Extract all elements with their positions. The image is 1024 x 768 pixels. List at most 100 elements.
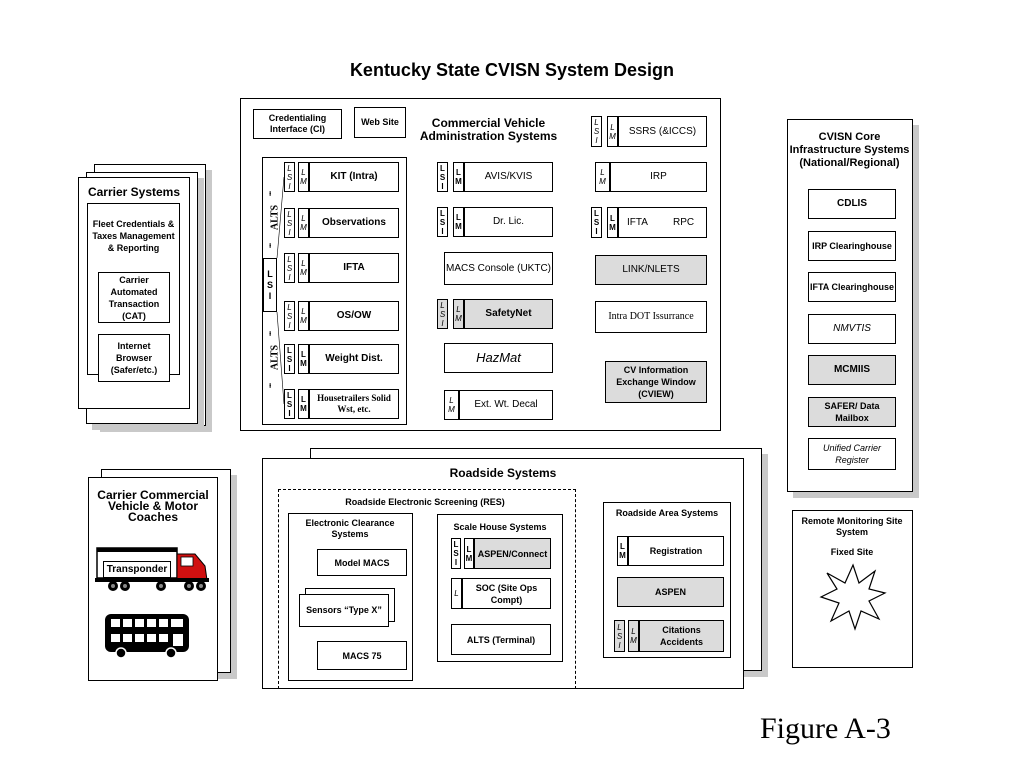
lsi-l: L (301, 214, 306, 223)
lsi-l: L (267, 268, 273, 279)
sensors-box: Sensors “Type X” (299, 594, 389, 627)
lsi-i: I (454, 558, 458, 567)
kit-intra-box: KIT (Intra) (309, 162, 399, 192)
alts-terminal-box: ALTS (Terminal) (451, 624, 551, 655)
carrier-systems-panel: Carrier Systems Fleet Credentials & Taxe… (78, 177, 190, 409)
macs75-box: MACS 75 (317, 641, 407, 670)
ifta-clearinghouse-box: IFTA Clearinghouse (808, 272, 896, 302)
lsi-m: M (455, 177, 462, 186)
lsi-l: L (610, 213, 615, 223)
irp-box: IRP (610, 162, 707, 192)
lsi-i: I (288, 320, 291, 330)
lsi-l: L (456, 305, 461, 314)
lsi-m: M (455, 314, 462, 323)
lsi-l: L (301, 307, 306, 316)
page-title: Kentucky State CVISN System Design (349, 60, 675, 80)
cva-systems-title: Commercial Vehicle Administration System… (419, 116, 558, 143)
ifta-box: IFTA (309, 253, 399, 283)
lsi-l: L (466, 544, 472, 554)
lsi-s: S (616, 631, 623, 641)
cview-box: CV Information Exchange Window (CVIEW) (605, 361, 707, 403)
dots-1: ... (267, 190, 278, 196)
unified-carrier-register-box: Unified Carrier Register (808, 438, 896, 470)
ecs-panel: Electronic Clearance Systems Model MACS … (288, 513, 413, 681)
carrier-vehicle-title: Carrier Commercial Vehicle & Motor Coach… (97, 488, 209, 524)
lsi-l: L (287, 163, 292, 173)
safetynet-box: SafetyNet (464, 299, 553, 329)
double-decker-bus-icon (105, 614, 189, 659)
irp-clearinghouse-box: IRP Clearinghouse (808, 231, 896, 261)
lsi-i: I (441, 318, 444, 328)
carrier-systems-title: Carrier Systems (87, 185, 181, 199)
cva-left-group (262, 157, 407, 425)
cdlis-box: CDLIS (808, 189, 896, 219)
lsi-s: S (286, 311, 293, 321)
intra-dot-box: Intra DOT Issurrance (595, 301, 707, 333)
lsi-m: M (300, 223, 307, 232)
dots-3: ... (267, 330, 278, 336)
lsi-m: M (455, 222, 462, 231)
lsi-i: I (441, 226, 444, 236)
credentialing-interface-box: Credentialing Interface (CI) (253, 109, 342, 139)
lsi-i: I (595, 227, 598, 236)
ifta-rpc-box: IFTA RPC (618, 207, 707, 238)
lsi-l: L (454, 589, 459, 598)
avis-kvis-box: AVIS/KVIS (464, 162, 553, 192)
remote-monitoring-title: Remote Monitoring Site System (801, 516, 903, 537)
lsi-m: M (448, 405, 455, 414)
safer-data-mailbox-box: SAFER/ Data Mailbox (808, 397, 896, 427)
lsi-l: L (440, 300, 445, 310)
lsi-s: S (453, 549, 459, 558)
aspen-box: ASPEN (617, 577, 724, 607)
lsi-m: M (609, 131, 616, 141)
cvisn-core-panel: CVISN Core Infrastructure Systems (Natio… (787, 119, 913, 492)
res-dashed-group (278, 489, 576, 689)
starburst-icon (819, 563, 887, 631)
lsi-l: L (617, 622, 622, 632)
macs-console-box: MACS Console (UKTC) (444, 252, 553, 285)
remote-monitoring-panel: Remote Monitoring Site System Fixed Site (792, 510, 913, 668)
fixed-site-label: Fixed Site (830, 547, 874, 557)
lsi-s: S (439, 172, 446, 182)
aspen-connect-box: ASPEN/Connect (474, 538, 551, 569)
lsi-l: L (453, 540, 459, 549)
lsi-l: L (449, 396, 454, 405)
rpc-label: RPC (673, 217, 695, 228)
lsi-i: I (288, 363, 291, 373)
lsi-m: M (619, 551, 626, 560)
lsi-i: I (288, 227, 291, 237)
lsi-l: L (287, 209, 292, 219)
lsi-m: M (465, 553, 473, 563)
lsi-s: S (286, 218, 293, 228)
lsi-l: L (600, 168, 605, 177)
web-site-box: Web Site (354, 107, 406, 138)
lsi-m: M (300, 268, 307, 277)
lsi-l: L (440, 208, 445, 218)
lsi-l: L (301, 259, 306, 268)
ecs-title: Electronic Clearance Systems (305, 518, 395, 539)
weight-dist-box: Weight Dist. (309, 344, 399, 374)
lsi-i: I (288, 181, 291, 191)
carrier-vehicle-panel: Carrier Commercial Vehicle & Motor Coach… (88, 477, 218, 681)
transponder-label: Transponder (103, 561, 171, 578)
roadside-systems-title: Roadside Systems (449, 466, 557, 480)
lsi-i: I (618, 640, 621, 650)
lsi-l: L (301, 350, 306, 359)
link-nlets-box: LINK/NLETS (595, 255, 707, 285)
